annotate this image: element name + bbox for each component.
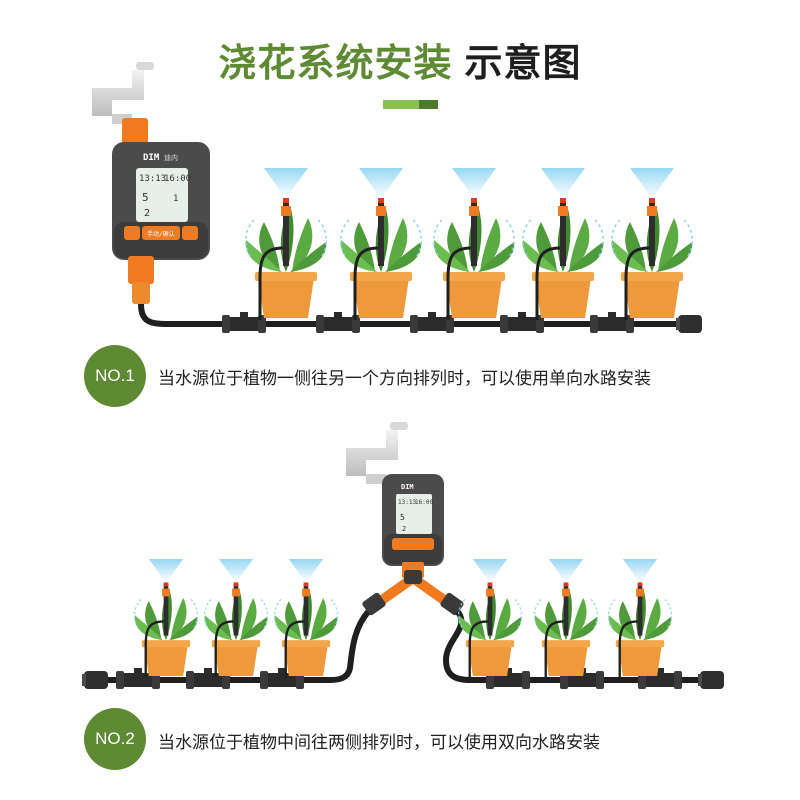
timer-device: DIM 迪内 13:13 16:00 5 1 2 手动/确认 [112,142,210,304]
faucet-icon [92,62,154,124]
plant-pot [432,166,516,322]
pipe-end-cap [698,671,724,689]
title-underline-dark [419,100,438,109]
plant-pot [273,557,339,679]
faucet-connector [122,118,148,144]
y-splitter [362,570,464,616]
title-main: 浇花系统安装 [218,41,453,85]
plant-pot [244,166,328,322]
section-1-badge: NO.1 [84,345,146,407]
plant-pot [339,166,423,322]
timer-time-b: 16:00 [415,499,433,506]
title-underline [383,100,438,109]
pipe-end-cap [676,315,702,333]
timer-time-a: 13:13 [139,174,166,184]
section-1-diagram: DIM 迪内 13:13 16:00 5 1 2 手动/确认 [92,62,702,333]
pipe-tee [316,312,360,333]
timer-time-b: 16:00 [164,174,191,184]
plant-pot [521,166,605,322]
section-2-caption: 当水源位于植物中间往两侧排列时，可以使用双向水路安装 [158,733,600,753]
plant-pot [133,557,199,679]
title-underline-light [383,100,419,109]
timer-brand: DIM [143,153,160,163]
timer-day: 2 [402,525,406,533]
plant-pot [533,557,599,679]
plant-pot [203,557,269,679]
timer-number: 5 [142,191,149,204]
timer-day: 2 [144,208,150,219]
timer-button-label: 手动/确认 [147,230,175,238]
timer-device: DIM 13:13 16:00 5 2 [382,474,444,578]
timer-number: 5 [400,513,405,522]
pipe-end-cap [82,671,108,689]
left-pipe [96,610,371,683]
timer-brand: DIM [401,483,414,491]
plant-pot [607,557,673,679]
timer-brand-suffix: 迪内 [164,153,178,162]
page-title: 浇花系统安装示意图 [0,32,800,87]
timer-count: 1 [173,194,178,204]
title-suffix: 示意图 [464,41,582,85]
timer-time-a: 13:13 [398,499,416,506]
manual-confirm-button [142,226,180,240]
main-pipe [138,303,690,327]
plant-pot [610,166,694,322]
section-2-badge: NO.2 [84,708,146,770]
section-1-caption: 当水源位于植物一侧往另一个方向排列时，可以使用单向水路安装 [158,369,651,389]
section-2-diagram: DIM 13:13 16:00 5 2 [82,422,724,689]
plant-pot [457,557,523,679]
